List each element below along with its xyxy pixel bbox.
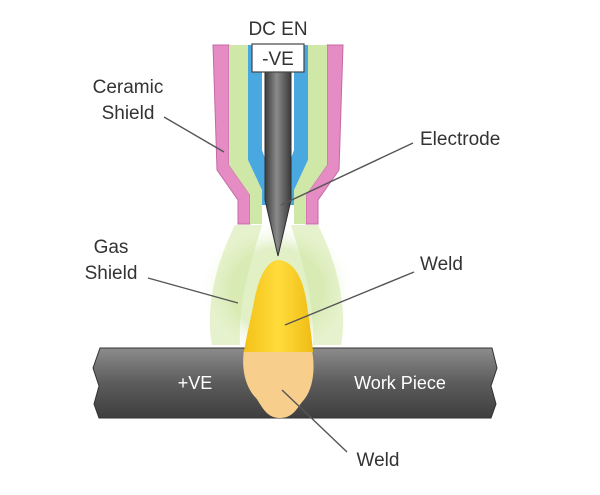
label-negative: -VE: [262, 49, 294, 70]
label-gas: Gas: [94, 237, 129, 258]
gas-channel: [229, 45, 327, 224]
leader-lines: [147, 116, 415, 453]
label-ceramic: Ceramic: [93, 77, 164, 98]
weld-lower-leader: [281, 389, 348, 453]
label-positive: +VE: [178, 373, 213, 393]
label-ceramic-shield: Shield: [102, 103, 155, 124]
label-work-piece: Work Piece: [354, 373, 446, 393]
weld-upper-leader: [284, 271, 415, 326]
label-electrode: Electrode: [420, 129, 500, 150]
electrode-leader: [280, 142, 414, 206]
ceramic-leader: [163, 116, 225, 153]
label-weld-lower: Weld: [357, 450, 400, 471]
labels: DC EN -VE Ceramic Shield Electrode Gas S…: [85, 19, 501, 471]
weld-penetration: [243, 350, 314, 418]
label-gas-shield: Shield: [85, 263, 138, 284]
weld-bead: [244, 260, 313, 352]
gas-leader: [147, 277, 239, 304]
label-dc-en: DC EN: [248, 19, 307, 40]
label-weld-upper: Weld: [420, 254, 463, 275]
negative-terminal: [251, 43, 305, 73]
